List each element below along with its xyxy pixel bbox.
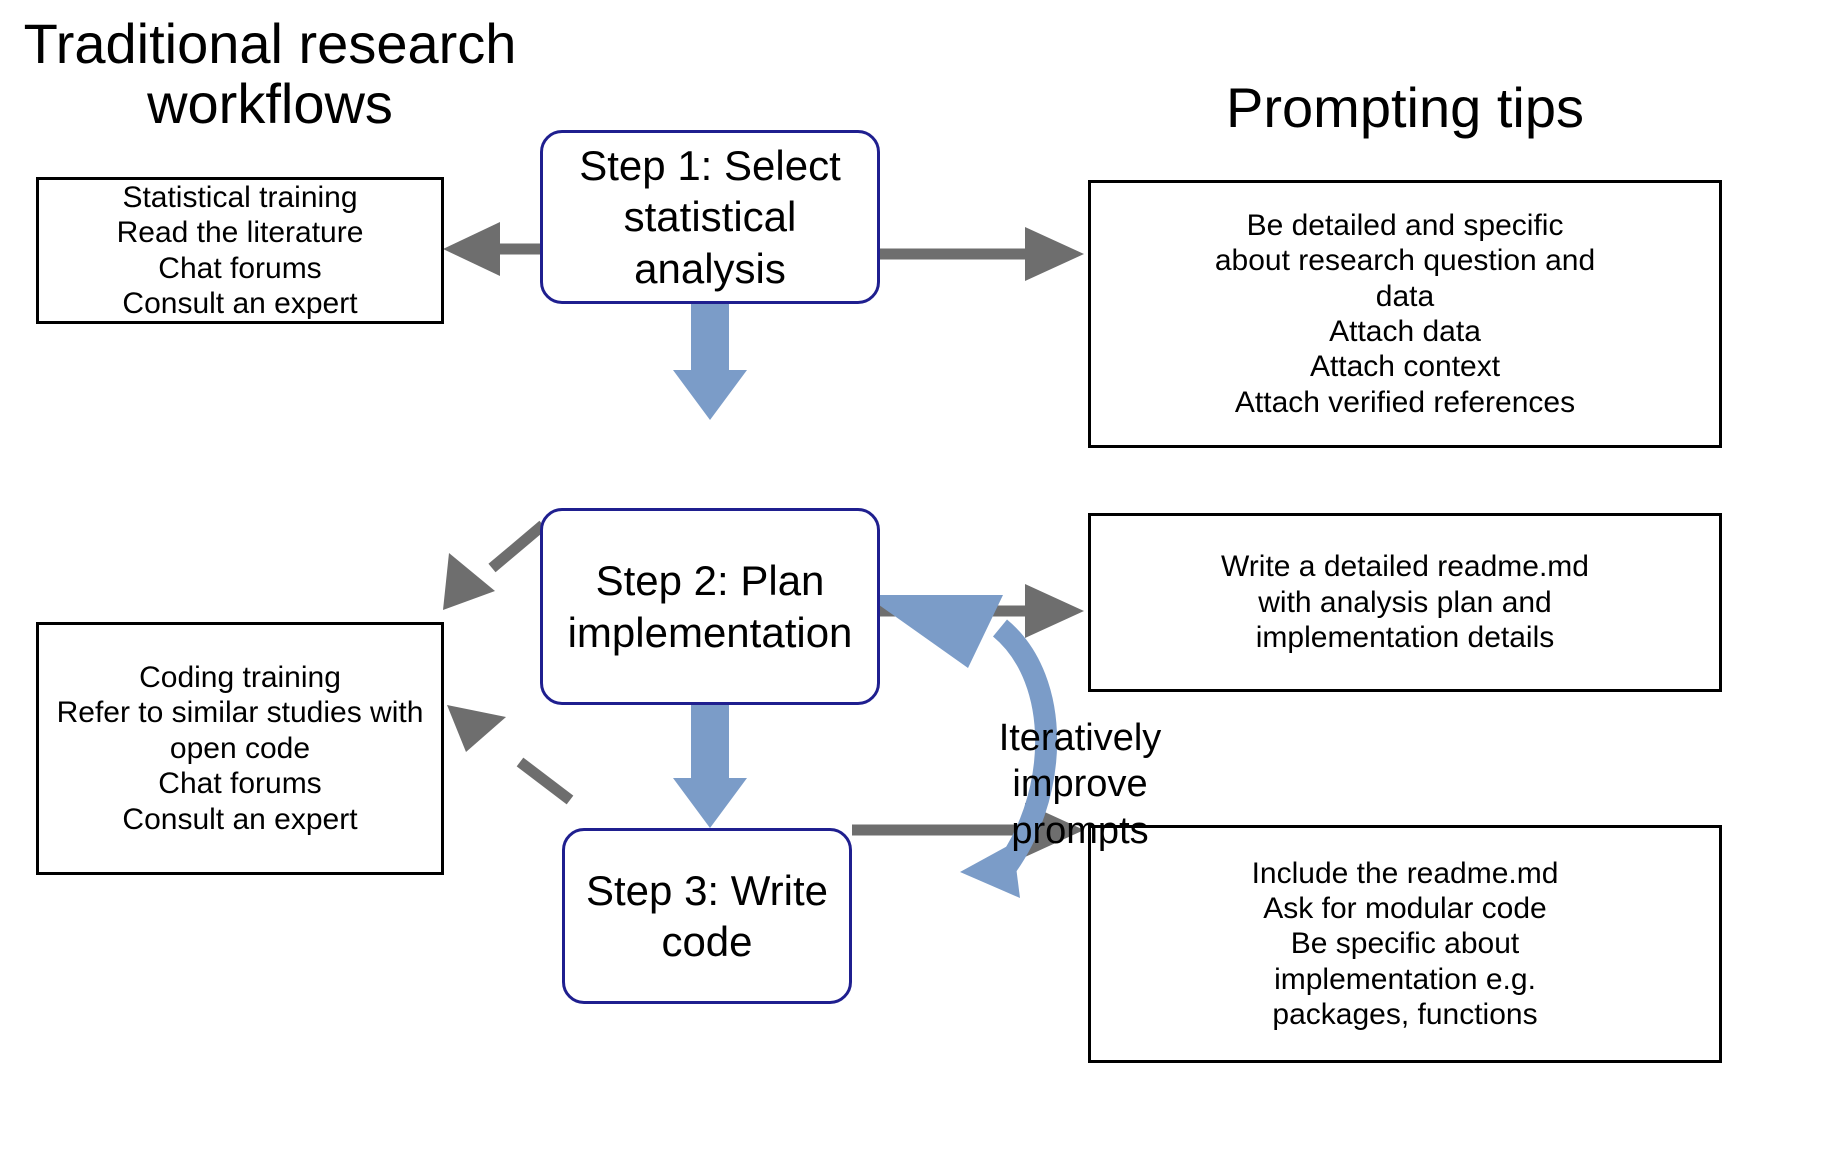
traditional-box-step2: Coding training Refer to similar studies… <box>36 622 444 875</box>
arrow-step2-to-step3 <box>673 705 747 828</box>
arrow-step2-to-traditional <box>443 520 547 610</box>
step-1-label: Step 1: Select statistical analysis <box>579 142 841 292</box>
step-2-box: Step 2: Plan implementation <box>540 508 880 705</box>
arrow-step2-to-prompting <box>880 584 1084 638</box>
step-1-box: Step 1: Select statistical analysis <box>540 130 880 304</box>
arrow-step1-to-step2 <box>673 303 747 420</box>
prompting-box-step2: Write a detailed readme.md with analysis… <box>1088 513 1722 692</box>
prompting-box-step3-text: Include the readme.md Ask for modular co… <box>1251 856 1559 1032</box>
iterative-loop-label: Iteratively improve prompts <box>998 717 1162 852</box>
step-3-box: Step 3: Write code <box>562 828 852 1004</box>
prompting-box-step1-text: Be detailed and specific about research … <box>1214 208 1596 419</box>
title-prompting-tips: Prompting tips <box>1226 76 1584 139</box>
prompting-box-step3: Include the readme.md Ask for modular co… <box>1088 825 1722 1063</box>
traditional-box-step2-text: Coding training Refer to similar studies… <box>56 661 424 836</box>
step-3-label: Step 3: Write code <box>586 866 828 965</box>
prompting-box-step1: Be detailed and specific about research … <box>1088 180 1722 448</box>
traditional-box-step1: Statistical training Read the literature… <box>36 177 444 324</box>
title-traditional-research-workflows: Traditional research workflows <box>23 12 517 135</box>
arrow-step1-to-prompting <box>880 227 1084 281</box>
prompting-box-step2-text: Write a detailed readme.md with analysis… <box>1221 550 1589 655</box>
step-2-label: Step 2: Plan implementation <box>567 557 853 656</box>
arrow-step3-to-traditional <box>447 705 574 805</box>
traditional-box-step1-text: Statistical training Read the literature… <box>116 180 364 320</box>
